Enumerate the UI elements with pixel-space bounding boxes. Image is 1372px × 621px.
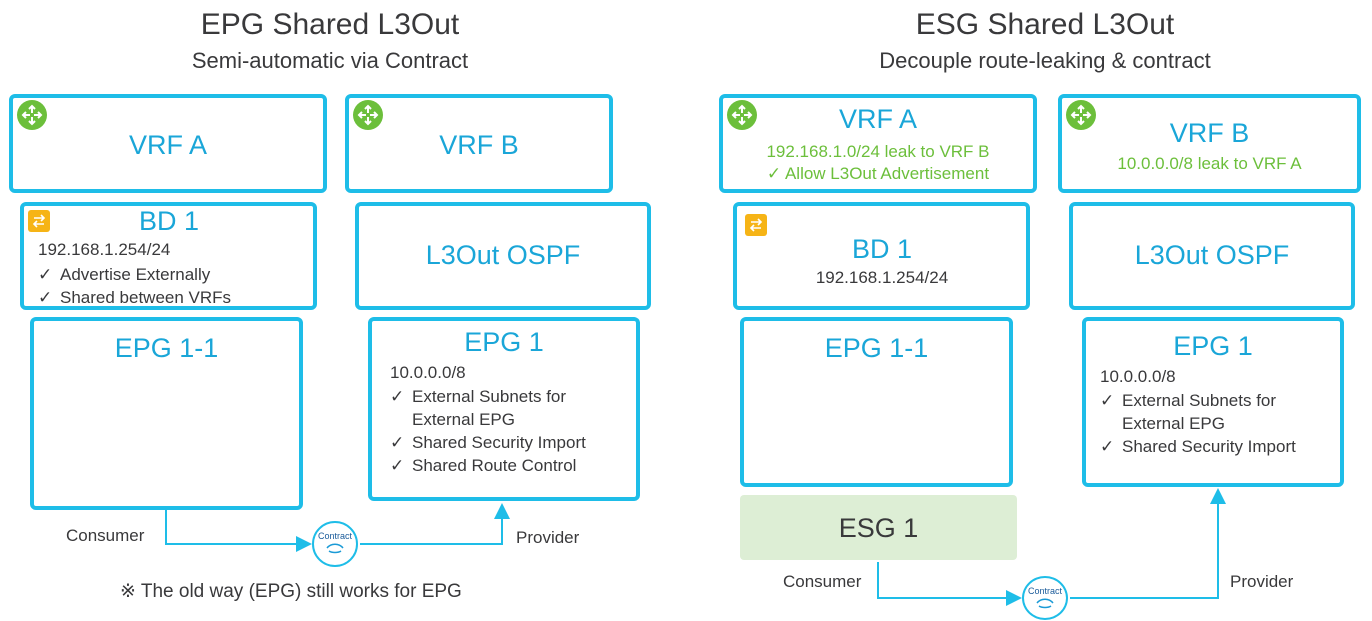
check-item: External Subnets for External EPG xyxy=(1100,389,1336,435)
provider-label: Provider xyxy=(1230,572,1294,591)
router-icon xyxy=(727,100,757,130)
check-item: Advertise Externally xyxy=(38,263,308,286)
epg-consumer-title: EPG 1-1 xyxy=(114,333,219,363)
footnote: ※ The old way (EPG) still works for EPG xyxy=(120,581,462,602)
check-item: Shared Route Control xyxy=(390,454,630,477)
vrf-a-check: ✓ Allow L3Out Advertisement xyxy=(766,164,990,183)
left-epg-consumer-box: EPG 1-1 xyxy=(30,317,303,510)
right-subheading: Decouple route-leaking & contract xyxy=(879,48,1211,73)
bridge-domain-icon xyxy=(745,214,767,236)
left-consumer-line xyxy=(165,510,312,552)
bridge-domain-icon xyxy=(28,210,50,232)
check-item: Shared Security Import xyxy=(390,431,630,454)
right-heading: ESG Shared L3Out xyxy=(915,8,1175,41)
consumer-label: Consumer xyxy=(783,572,862,591)
vrf-a-title: VRF A xyxy=(128,130,208,160)
check-item: Shared between VRFs xyxy=(38,286,308,309)
bd-subnet: 192.168.1.254/24 xyxy=(815,268,949,287)
left-subheading: Semi-automatic via Contract xyxy=(191,48,469,73)
left-l3out-box: L3Out OSPF xyxy=(355,202,651,310)
consumer-label: Consumer xyxy=(66,526,145,545)
right-epg-consumer-box: EPG 1-1 xyxy=(740,317,1013,487)
bd-title: BD 1 xyxy=(851,234,913,264)
esg-box: ESG 1 xyxy=(740,495,1017,560)
epg-provider-title: EPG 1 xyxy=(1173,331,1253,361)
right-consumer-line xyxy=(877,562,1022,606)
bd-subnet: 192.168.1.254/24 xyxy=(38,240,171,259)
bd-checklist: Advertise Externally Shared between VRFs xyxy=(38,263,308,309)
vrf-a-leak: 192.168.1.0/24 leak to VRF B xyxy=(766,142,990,161)
contract-label: Contract xyxy=(1027,586,1062,596)
epg-provider-checklist: External Subnets for External EPG Shared… xyxy=(390,385,630,477)
right-epg-provider-box: EPG 1 10.0.0.0/8 External Subnets for Ex… xyxy=(1082,317,1344,487)
vrf-b-leak: 10.0.0.0/8 leak to VRF A xyxy=(1117,154,1302,173)
right-l3out-box: L3Out OSPF xyxy=(1069,202,1355,310)
check-item: Shared Security Import xyxy=(1100,435,1336,458)
epg-provider-checklist: External Subnets for External EPG Shared… xyxy=(1100,389,1336,458)
left-provider-line xyxy=(360,503,510,545)
router-icon xyxy=(17,100,47,130)
contract-icon: Contract xyxy=(312,521,358,567)
check-item: External Subnets for External EPG xyxy=(390,385,630,431)
left-heading: EPG Shared L3Out xyxy=(200,8,460,41)
esg-title: ESG 1 xyxy=(838,513,919,543)
l3out-title: L3Out OSPF xyxy=(1134,240,1290,270)
contract-label: Contract xyxy=(317,531,352,541)
left-bd-box: BD 1 192.168.1.254/24 Advertise External… xyxy=(20,202,317,310)
provider-label: Provider xyxy=(516,528,580,547)
epg-provider-title: EPG 1 xyxy=(464,327,544,357)
left-vrf-b-box: VRF B xyxy=(345,94,613,193)
bd-title: BD 1 xyxy=(138,206,200,236)
right-bd-box: BD 1 192.168.1.254/24 xyxy=(733,202,1030,310)
vrf-b-title: VRF B xyxy=(1169,118,1250,148)
right-vrf-a-box: VRF A 192.168.1.0/24 leak to VRF B ✓ All… xyxy=(719,94,1037,193)
epg-consumer-title: EPG 1-1 xyxy=(824,333,929,363)
router-icon xyxy=(1066,100,1096,130)
left-vrf-a-box: VRF A xyxy=(9,94,327,193)
l3out-title: L3Out OSPF xyxy=(425,240,581,270)
left-epg-provider-box: EPG 1 10.0.0.0/8 External Subnets for Ex… xyxy=(368,317,640,501)
right-provider-line xyxy=(1070,488,1226,599)
right-vrf-b-box: VRF B 10.0.0.0/8 leak to VRF A xyxy=(1058,94,1361,193)
router-icon xyxy=(353,100,383,130)
epg-provider-subnet: 10.0.0.0/8 xyxy=(390,363,466,382)
epg-provider-subnet: 10.0.0.0/8 xyxy=(1100,367,1176,386)
contract-icon: Contract xyxy=(1022,576,1068,620)
vrf-b-title: VRF B xyxy=(439,130,519,160)
vrf-a-title: VRF A xyxy=(838,104,918,134)
